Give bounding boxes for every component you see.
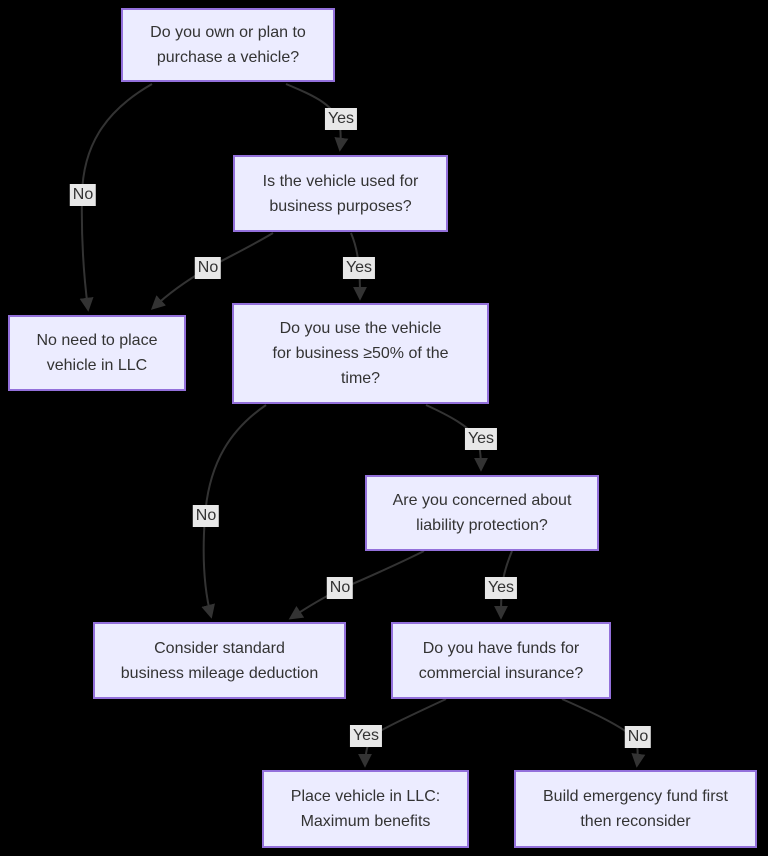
node-place-llc: Place vehicle in LLC: Maximum benefits xyxy=(262,770,469,848)
node-business-use: Is the vehicle used for business purpose… xyxy=(233,155,448,232)
node-emergency-fund: Build emergency fund first then reconsid… xyxy=(514,770,757,848)
edge-liability-no xyxy=(288,550,425,620)
node-insurance-funds: Do you have funds for commercial insuran… xyxy=(391,622,611,699)
edge-label-no: No xyxy=(194,257,222,279)
node-liability: Are you concerned about liability protec… xyxy=(365,475,599,551)
node-fifty-percent: Do you use the vehicle for business ≥50%… xyxy=(232,303,489,404)
edge-label-yes: Yes xyxy=(349,725,383,747)
edge-label-no: No xyxy=(69,184,97,206)
edge-label-no: No xyxy=(326,577,354,599)
edge-label-yes: Yes xyxy=(484,577,518,599)
edge-label-no: No xyxy=(624,726,652,748)
node-mileage: Consider standard business mileage deduc… xyxy=(93,622,346,699)
edge-label-yes: Yes xyxy=(342,257,376,279)
node-own-vehicle: Do you own or plan to purchase a vehicle… xyxy=(121,8,335,82)
node-no-llc: No need to place vehicle in LLC xyxy=(8,315,186,391)
edge-label-yes: Yes xyxy=(464,428,498,450)
edge-label-no: No xyxy=(192,505,220,527)
edge-label-yes: Yes xyxy=(324,108,358,130)
